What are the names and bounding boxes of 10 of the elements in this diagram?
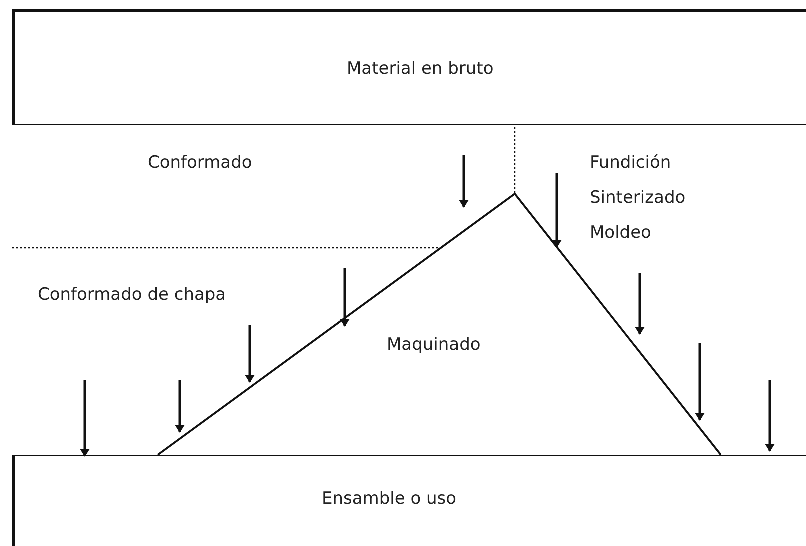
region-label: Maquinado xyxy=(387,335,481,355)
process-label: Conformado de chapa xyxy=(38,285,226,305)
region-label: Material en bruto xyxy=(347,59,494,79)
bottom-band xyxy=(12,455,806,546)
top-band xyxy=(12,9,806,125)
process-label: Sinterizado xyxy=(590,188,686,208)
process-label: Fundición xyxy=(590,153,672,173)
process-label: Conformado xyxy=(148,153,252,173)
region-label: Ensamble o uso xyxy=(322,489,457,509)
process-label: Moldeo xyxy=(590,223,652,243)
